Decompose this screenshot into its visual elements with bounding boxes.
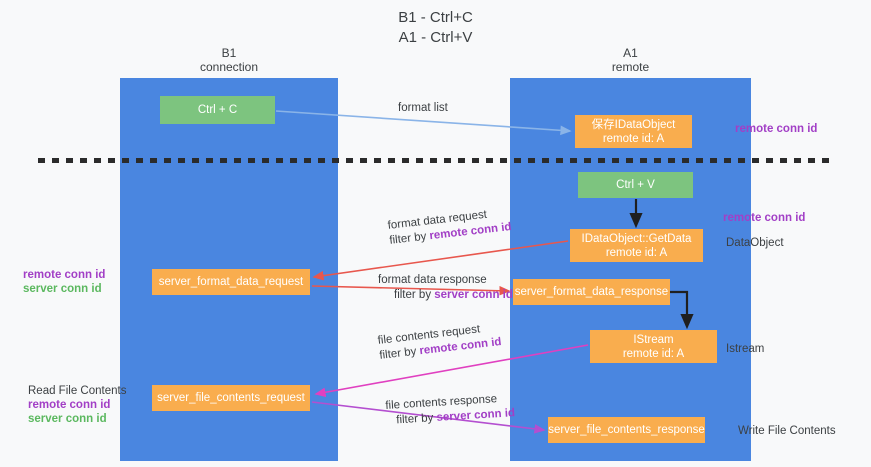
label-istream: Istream — [726, 343, 765, 355]
box-idataobject[interactable]: 保存IDataObject remote id: A — [575, 115, 692, 148]
filter-key-server-conn-id: server conn id — [436, 407, 516, 424]
column-header-a1: A1 remote — [510, 46, 751, 74]
box-idataobject-getdata[interactable]: IDataObject::GetData remote id: A — [570, 229, 703, 262]
box-istream-line1: IStream — [633, 333, 674, 346]
box-ctrl-v[interactable]: Ctrl + V — [578, 172, 693, 198]
label-server-conn-id-left2: server conn id — [28, 413, 107, 425]
box-server-file-contents-request[interactable]: server_file_contents_request — [152, 385, 310, 411]
box-server-format-data-request-label: server_format_data_request — [158, 276, 304, 288]
label-remote-conn-id-left: remote conn id — [23, 269, 106, 281]
label-remote-conn-id-left2: remote conn id — [28, 399, 111, 411]
box-getdata-line1: IDataObject::GetData — [581, 232, 692, 245]
box-ctrl-c[interactable]: Ctrl + C — [160, 96, 275, 124]
box-server-format-data-request[interactable]: server_format_data_request — [152, 269, 310, 295]
arrow-label-format-data-response-line1: format data response — [378, 274, 487, 286]
section-divider — [38, 158, 833, 163]
title-line-2: A1 - Ctrl+V — [398, 29, 473, 46]
label-remote-conn-id-mid: remote conn id — [723, 212, 806, 224]
box-getdata-line2: remote id: A — [605, 246, 668, 259]
label-remote-conn-id-top: remote conn id — [735, 123, 818, 135]
label-dataobject: DataObject — [726, 237, 784, 249]
arrow-label-format-data-response-line2: filter by server conn id — [378, 288, 513, 303]
box-server-file-contents-request-label: server_file_contents_request — [157, 392, 305, 404]
box-istream-line2: remote id: A — [622, 347, 685, 360]
title-line-1: B1 - Ctrl+C — [398, 9, 473, 26]
filter-prefix: filter by — [394, 289, 435, 301]
arrow-label-format-data-response: format data response filter by server co… — [378, 273, 513, 303]
column-header-b1-line2: connection — [199, 60, 259, 74]
arrow-label-file-contents-response: file contents response filter by server … — [385, 391, 515, 429]
column-header-a1-line1: A1 — [623, 46, 638, 60]
box-server-file-contents-response-label: server_file_contents_response — [548, 424, 705, 436]
column-header-a1-line2: remote — [611, 60, 650, 74]
label-write-file-contents: Write File Contents — [738, 425, 836, 437]
box-server-file-contents-response[interactable]: server_file_contents_response — [548, 417, 705, 443]
box-server-format-data-response[interactable]: server_format_data_response — [513, 279, 670, 305]
label-read-file-contents: Read File Contents — [28, 385, 127, 397]
filter-prefix: filter by — [395, 411, 437, 427]
box-idataobject-line1: 保存IDataObject — [591, 118, 676, 131]
label-conn-ids-upper: remote conn id server conn id — [23, 268, 115, 296]
box-server-format-data-response-label: server_format_data_response — [514, 286, 669, 298]
column-header-b1: B1 connection — [120, 46, 338, 74]
arrow-label-file-contents-request: file contents request filter by remote c… — [377, 320, 502, 364]
filter-prefix: filter by — [378, 345, 421, 362]
arrow-label-format-list: format list — [398, 102, 448, 114]
box-idataobject-line2: remote id: A — [602, 132, 665, 145]
label-read-file-contents-group: Read File Contents remote conn id server… — [28, 384, 138, 426]
arrow-label-format-data-request: format data request filter by remote con… — [387, 205, 512, 249]
label-server-conn-id-left: server conn id — [23, 283, 102, 295]
box-istream[interactable]: IStream remote id: A — [590, 330, 717, 363]
box-ctrl-c-label: Ctrl + C — [197, 104, 238, 116]
filter-key-server-conn-id: server conn id — [434, 289, 513, 301]
page-title: B1 - Ctrl+C A1 - Ctrl+V — [0, 8, 871, 48]
filter-prefix: filter by — [388, 230, 431, 247]
box-ctrl-v-label: Ctrl + V — [616, 179, 655, 191]
column-header-b1-line1: B1 — [221, 46, 237, 60]
